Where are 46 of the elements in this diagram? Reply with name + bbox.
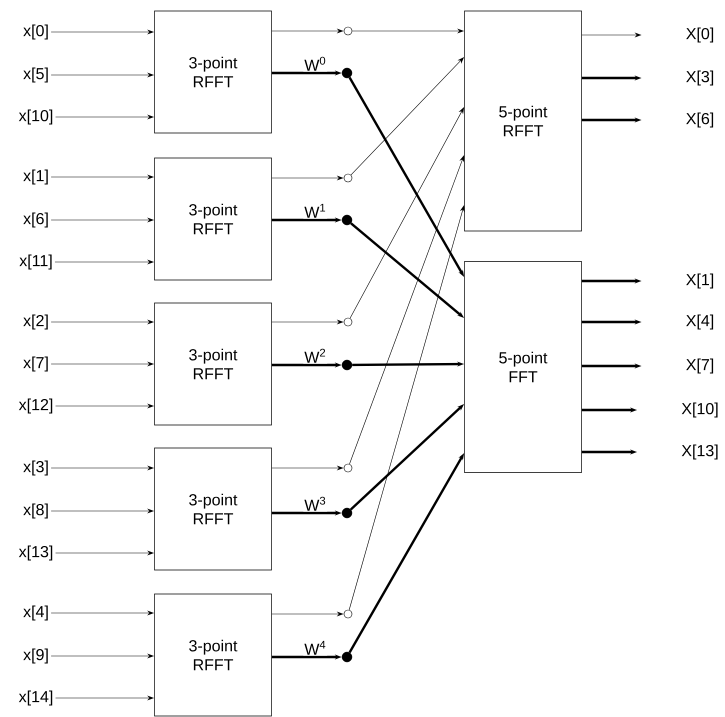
input-label: x[5] <box>23 68 48 82</box>
junction-circle <box>344 174 352 182</box>
junction-circle <box>344 610 352 618</box>
output-label: X[6] <box>686 112 714 128</box>
output-label: X[0] <box>686 28 714 42</box>
input-label: x[0] <box>23 24 48 40</box>
process-box: 3-point RFFT <box>154 594 272 716</box>
input-label: x[12] <box>18 398 52 414</box>
input-label: x[13] <box>18 546 52 560</box>
process-box: 5-point FFT <box>464 261 582 473</box>
output-label: X[4] <box>686 314 714 330</box>
process-box: 3-point RFFT <box>154 448 272 570</box>
edge-label: W$^{1}$ <box>303 202 328 219</box>
output-label: X[13] <box>682 444 718 460</box>
junction-circle <box>344 318 352 326</box>
input-label: x[3] <box>23 460 48 476</box>
process-box: 3-point RFFT <box>154 302 272 426</box>
process-box: 3-point RFFT <box>154 158 272 280</box>
junction-dot <box>342 214 352 226</box>
input-label: x[10] <box>18 110 52 124</box>
edge-label: W$^{3}$ <box>303 496 328 512</box>
edge-label: W$^{0}$ <box>303 56 328 72</box>
junction-dot <box>342 68 352 78</box>
input-label: x[7] <box>23 356 48 372</box>
input-label: x[4] <box>23 606 48 620</box>
output-label: X[3] <box>686 70 714 86</box>
process-box: 3-point RFFT <box>154 10 272 134</box>
process-box: 5-point RFFT <box>464 10 582 232</box>
arrow <box>350 107 464 319</box>
junction-circle <box>344 464 352 472</box>
input-label: x[2] <box>23 314 48 330</box>
output-label: X[7] <box>686 358 714 374</box>
edge-label: W$^{2}$ <box>303 348 328 364</box>
input-label: x[9] <box>23 648 48 664</box>
edge-label: W$^{4}$ <box>303 640 328 656</box>
input-label: x[11] <box>19 254 52 270</box>
junction-dot <box>342 360 352 370</box>
input-label: x[14] <box>18 690 52 706</box>
input-label: x[8] <box>23 504 48 518</box>
junction-dot <box>342 508 352 518</box>
output-label: X[10] <box>682 402 718 418</box>
input-label: x[1] <box>23 170 48 184</box>
output-label: X[1] <box>686 274 714 288</box>
input-label: x[6] <box>23 212 48 228</box>
junction-dot <box>342 652 352 662</box>
junction-circle <box>344 26 352 36</box>
